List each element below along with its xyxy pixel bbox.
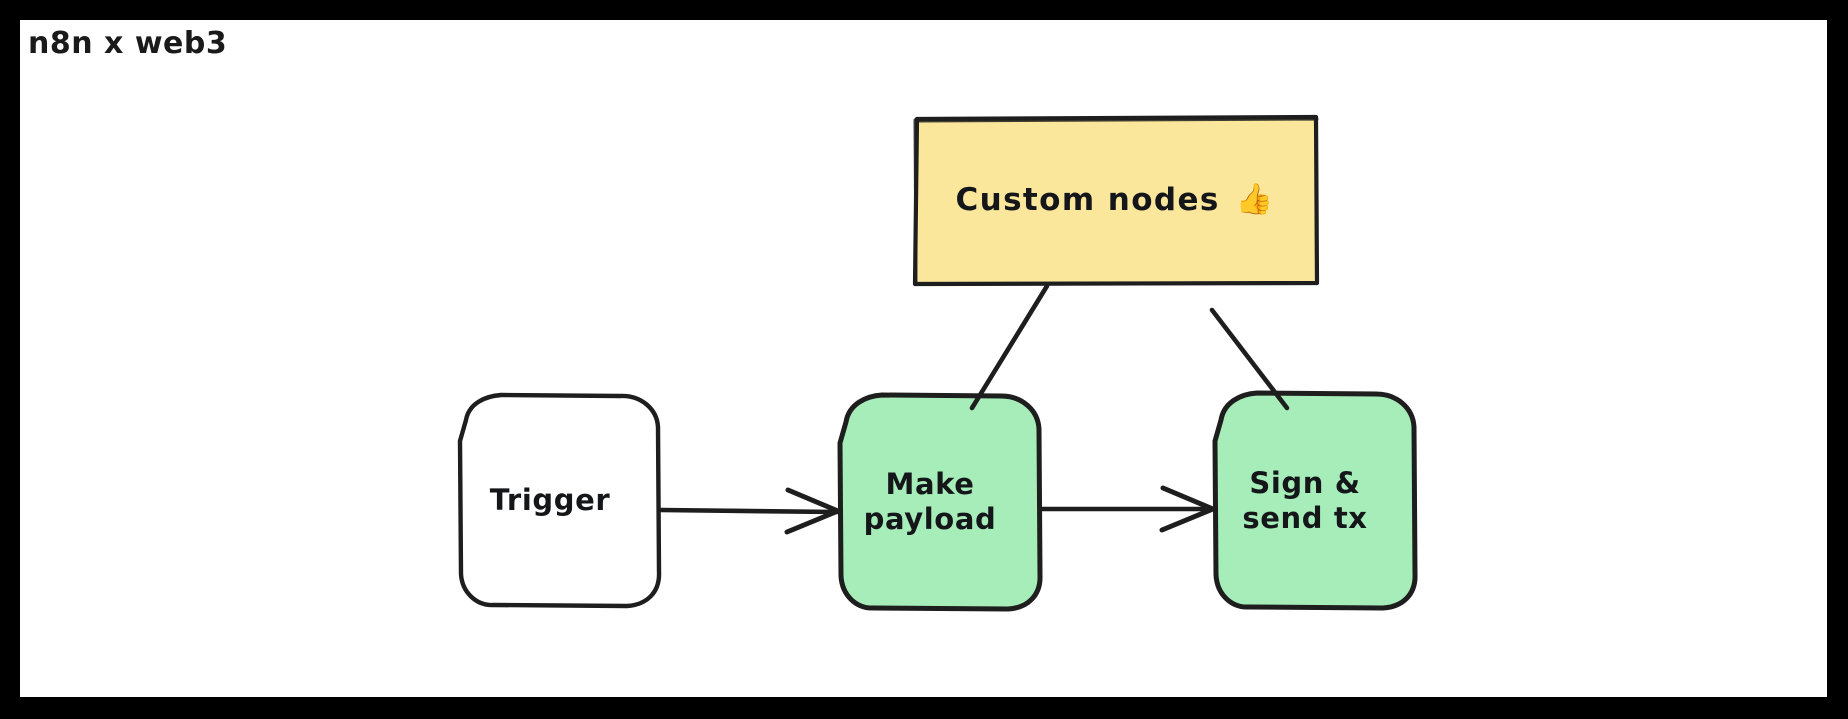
diagram-canvas: n8n x web3 — [20, 20, 1827, 697]
edge-custom-nodes-to-make-payload — [969, 283, 1050, 411]
node-sign-send-tx[interactable] — [1212, 390, 1418, 611]
node-trigger[interactable] — [457, 392, 662, 609]
node-custom-nodes-shape — [912, 114, 1320, 287]
node-custom-nodes-shape-overstroke — [913, 117, 1319, 286]
diagram-sketch-layer — [457, 114, 1418, 612]
edge-trigger-to-make-payload-line — [658, 507, 840, 515]
edge-trigger-to-make-payload-arrowhead — [784, 487, 841, 535]
edge-custom-nodes-to-make-payload-line — [969, 283, 1050, 411]
node-sign-send-tx-shape — [1212, 390, 1418, 611]
node-trigger-shape — [457, 392, 662, 609]
edge-custom-nodes-to-sign-send-line — [1209, 307, 1290, 411]
edge-make-payload-to-sign-send-arrowhead — [1159, 485, 1216, 533]
node-make-payload-shape — [837, 392, 1043, 612]
page-title: n8n x web3 — [28, 26, 228, 61]
edge-custom-nodes-to-sign-send — [1209, 307, 1290, 411]
edge-make-payload-to-sign-send — [1039, 485, 1216, 533]
node-custom-nodes[interactable] — [912, 114, 1320, 287]
node-make-payload[interactable] — [837, 392, 1043, 612]
edge-trigger-to-make-payload — [658, 487, 841, 535]
